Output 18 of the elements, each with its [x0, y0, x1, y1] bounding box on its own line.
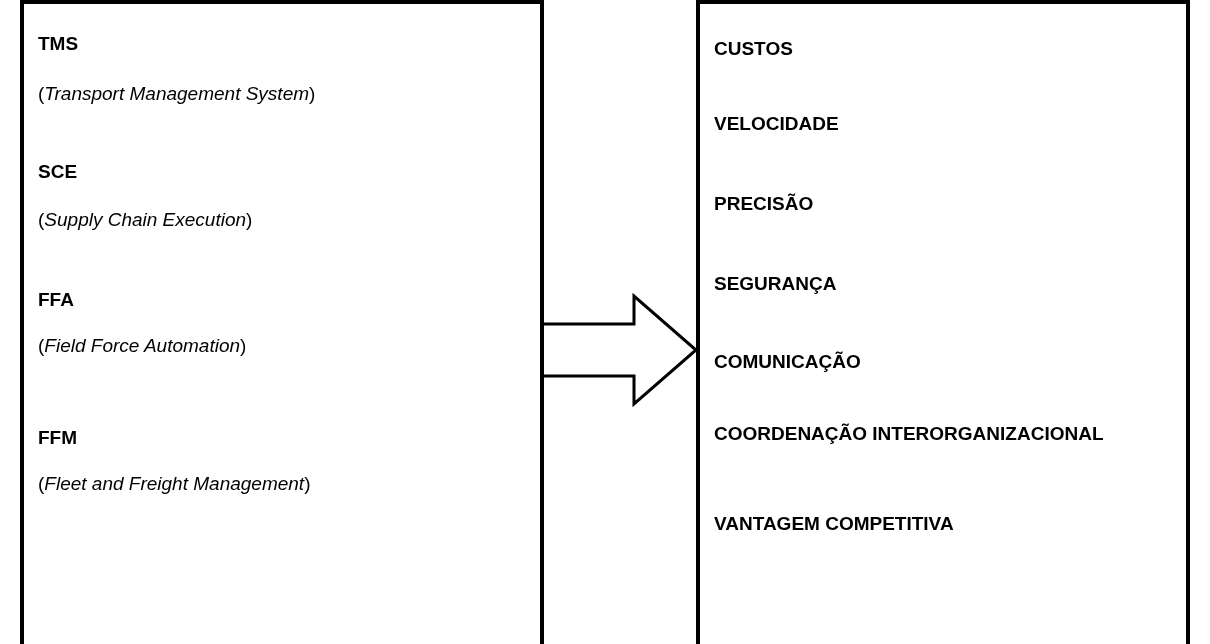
heading-text: CUSTOS [714, 37, 793, 61]
block-arrow [542, 292, 699, 408]
text-panel [20, 0, 544, 644]
text-panel [696, 0, 1190, 644]
heading-text: FFA [38, 288, 74, 312]
subtitle-text: (Transport Management System) [38, 82, 316, 106]
heading-text: SEGURANÇA [714, 272, 837, 296]
heading-text: SCE [38, 160, 78, 184]
heading-text: VANTAGEM COMPETITIVA [714, 512, 954, 536]
heading-text: TMS [38, 32, 79, 56]
heading-text: COORDENAÇÃO INTERORGANIZACIONAL [714, 422, 1104, 446]
heading-text: VELOCIDADE [714, 112, 839, 136]
subtitle-text: (Field Force Automation) [38, 334, 247, 358]
heading-text: COMUNICAÇÃO [714, 350, 861, 374]
heading-text: PRECISÃO [714, 192, 814, 216]
subtitle-text: (Fleet and Freight Management) [38, 472, 311, 496]
heading-text: FFM [38, 426, 78, 450]
subtitle-text: (Supply Chain Execution) [38, 208, 253, 232]
